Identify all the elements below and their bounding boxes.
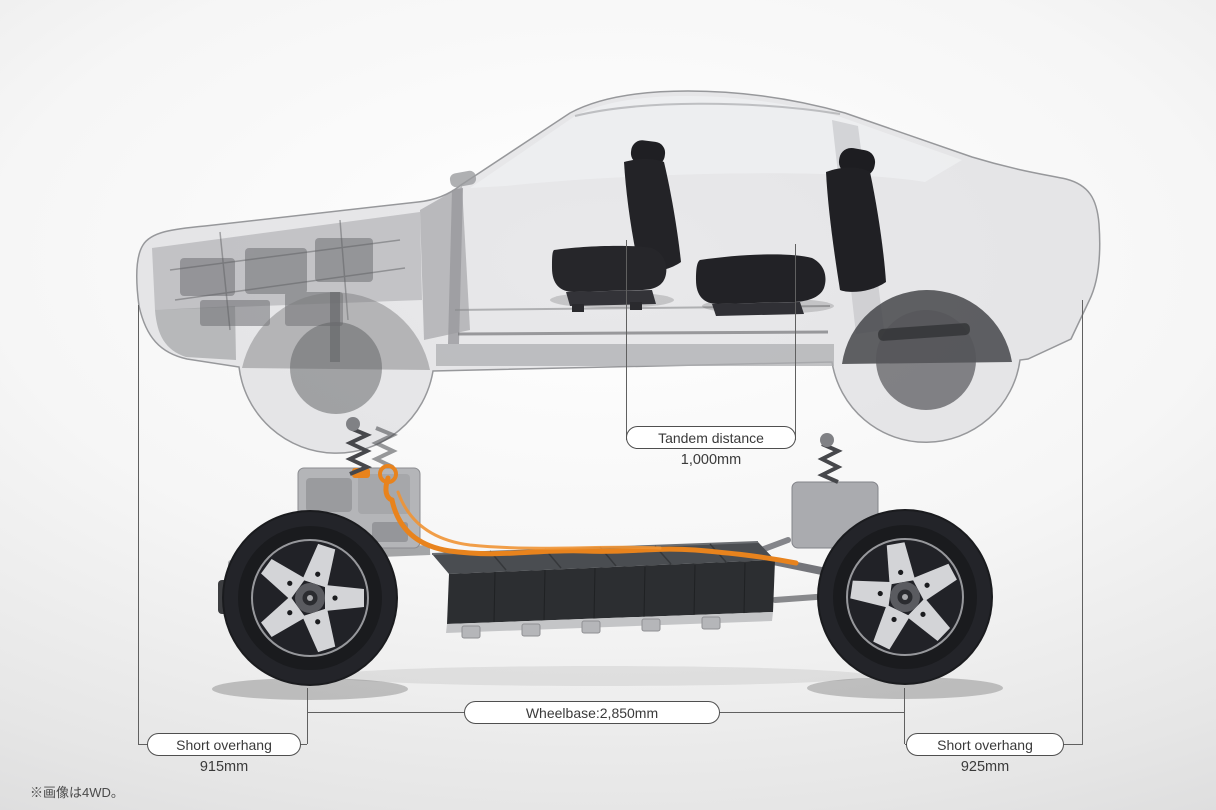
rear-seat (696, 147, 886, 316)
wheelbase-label: Wheelbase:2,850mm (464, 701, 720, 724)
door-mirror (449, 170, 477, 188)
wheelbase-label-text: Wheelbase:2,850mm (525, 704, 659, 721)
ev-chassis-illustration (218, 417, 993, 686)
rear-overhang-label: Short overhang (906, 733, 1064, 756)
front-wheel (222, 510, 398, 686)
battery-mount-tabs (461, 616, 721, 639)
footnote: ※画像は4WD。 (30, 785, 124, 800)
front-overhang-label-text: Short overhang (176, 736, 272, 753)
tandem-distance-label-text: Tandem distance (658, 429, 764, 446)
ground-shadows (212, 666, 1003, 700)
front-overhang-label: Short overhang (147, 733, 301, 756)
front-seat (552, 140, 681, 312)
hv-cables (378, 464, 799, 566)
rear-overhang-value: 925mm (960, 759, 1010, 775)
rear-wheel (817, 509, 993, 685)
front-overhang-value: 915mm (199, 759, 249, 775)
rear-overhang-label-text: Short overhang (937, 736, 1033, 753)
battery-pack (431, 541, 775, 639)
car-body-cutaway-illustration (135, 90, 1101, 454)
tandem-distance-label: Tandem distance (626, 426, 796, 449)
tandem-distance-value: 1,000mm (680, 452, 742, 468)
